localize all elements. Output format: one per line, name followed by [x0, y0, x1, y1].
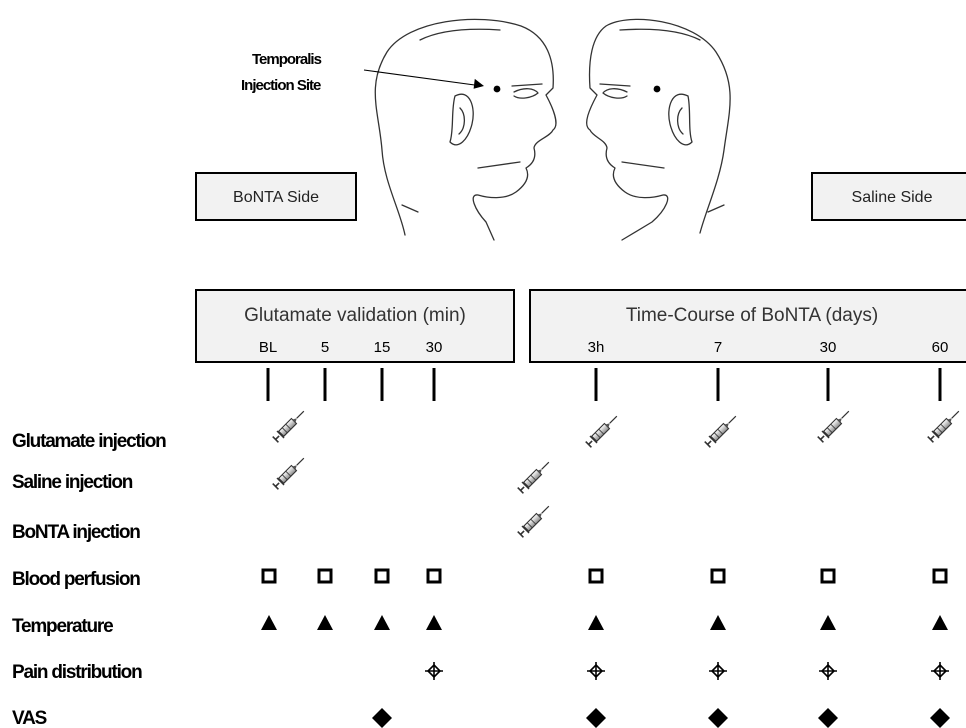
- saline-side-label: Saline Side: [852, 189, 933, 206]
- syringe-icon: [516, 457, 554, 495]
- glutamate-panel-title: Glutamate validation (min): [244, 305, 466, 326]
- tick-label-30min: 30: [426, 339, 443, 356]
- open-square-icon: [932, 568, 948, 584]
- syringe-icon: [816, 406, 854, 444]
- open-square-icon: [588, 568, 604, 584]
- row-label-glutamate-injection: Glutamate injection: [12, 431, 166, 452]
- injection-site-dot-right: [653, 85, 661, 93]
- open-square-icon: [710, 568, 726, 584]
- bonta-side-label: BoNTA Side: [233, 189, 319, 206]
- filled-triangle-icon: [426, 615, 442, 630]
- crosshair-diamond-icon: [931, 662, 949, 680]
- blood-perfusion-markers: [261, 568, 948, 584]
- annotation-line-2: Injection Site: [241, 77, 321, 94]
- head-illustration-right: [586, 18, 731, 241]
- injection-markers: [271, 406, 964, 539]
- time-course-panel-title: Time-Course of BoNTA (days): [626, 305, 878, 326]
- syringe-icon: [516, 501, 554, 539]
- tick-label-7: 7: [714, 339, 722, 356]
- crosshair-diamond-icon: [425, 662, 443, 680]
- filled-diamond-icon: [372, 708, 392, 728]
- filled-triangle-icon: [710, 615, 726, 630]
- crosshair-diamond-icon: [709, 662, 727, 680]
- syringe-icon: [271, 453, 309, 491]
- filled-triangle-icon: [261, 615, 277, 630]
- filled-triangle-icon: [317, 615, 333, 630]
- tick-label-bl: BL: [259, 339, 277, 356]
- vas-markers: [372, 708, 950, 728]
- measurement-row-labels: Glutamate injection Saline injection BoN…: [12, 431, 167, 728]
- row-label-blood-perfusion: Blood perfusion: [12, 569, 140, 590]
- pain-distribution-markers: [425, 662, 949, 680]
- filled-diamond-icon: [930, 708, 950, 728]
- tick-label-60: 60: [932, 339, 949, 356]
- bonta-side-box: BoNTA Side: [195, 172, 357, 221]
- open-square-icon: [261, 568, 277, 584]
- open-square-icon: [820, 568, 836, 584]
- injection-site-dot-left: [493, 85, 501, 93]
- injection-site-annotation: Temporalis Injection Site: [241, 51, 484, 94]
- crosshair-diamond-icon: [819, 662, 837, 680]
- open-square-icon: [374, 568, 390, 584]
- filled-triangle-icon: [820, 615, 836, 630]
- tick-label-5: 5: [321, 339, 329, 356]
- filled-diamond-icon: [586, 708, 606, 728]
- filled-triangle-icon: [588, 615, 604, 630]
- annotation-arrowhead: [473, 78, 484, 89]
- crosshair-diamond-icon: [587, 662, 605, 680]
- open-square-icon: [317, 568, 333, 584]
- syringe-icon: [271, 406, 309, 444]
- head-illustration-left: [374, 18, 557, 241]
- temperature-markers: [261, 615, 948, 630]
- filled-triangle-icon: [374, 615, 390, 630]
- row-label-pain-distribution: Pain distribution: [12, 662, 142, 683]
- row-label-vas: VAS: [12, 708, 47, 728]
- row-label-saline-injection: Saline injection: [12, 472, 133, 493]
- row-label-bonta-injection: BoNTA injection: [12, 522, 140, 543]
- glutamate-validation-panel: Glutamate validation (min) BL 5 15 30: [195, 289, 515, 363]
- annotation-arrow: [363, 69, 483, 87]
- tick-label-3h: 3h: [588, 339, 605, 356]
- syringe-icon: [703, 411, 741, 449]
- syringe-icon: [926, 406, 964, 444]
- timepoint-tick-marks: [266, 368, 942, 401]
- tick-label-15: 15: [374, 339, 391, 356]
- annotation-line-1: Temporalis: [252, 51, 322, 68]
- filled-triangle-icon: [932, 615, 948, 630]
- filled-diamond-icon: [818, 708, 838, 728]
- filled-diamond-icon: [708, 708, 728, 728]
- row-label-temperature: Temperature: [12, 616, 113, 637]
- open-square-icon: [426, 568, 442, 584]
- saline-side-box: Saline Side: [811, 172, 966, 221]
- tick-label-30d: 30: [820, 339, 837, 356]
- time-course-panel: Time-Course of BoNTA (days) 3h 7 30 60: [529, 289, 966, 363]
- syringe-icon: [584, 411, 622, 449]
